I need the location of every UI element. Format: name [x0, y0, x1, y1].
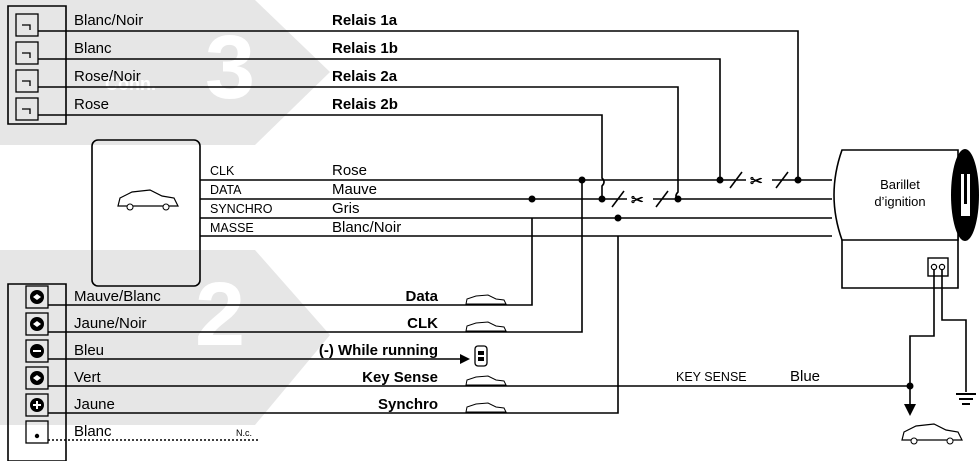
top-connector-housing [7, 5, 67, 125]
bottom-connector-pin [25, 420, 49, 444]
watermark-number-bottom: 2 [195, 265, 245, 365]
ignition-label: d’ignition [874, 194, 925, 209]
watermark-chevron-top [0, 0, 330, 145]
relay-function-label: Relais 1a [332, 12, 398, 29]
car-icon [117, 189, 179, 211]
bus-color-label: Mauve [332, 181, 377, 198]
cut-relay-2: ✂ [598, 187, 682, 209]
data-wire [48, 218, 533, 306]
not-connected-note: N.c. [236, 428, 252, 438]
scissors-icon: ✂ [750, 173, 763, 190]
ground-wire [941, 270, 967, 392]
relay-function-label: Relais 1b [332, 40, 398, 57]
key-sense-junction [906, 382, 914, 390]
alarm-module-box [91, 139, 201, 287]
car-icon [465, 402, 507, 413]
key-sense-color: Blue [790, 368, 820, 385]
junction-dot [614, 214, 622, 222]
synchro-wire [48, 236, 619, 414]
car-icon [465, 375, 507, 386]
bottom-connector-pin [25, 366, 49, 390]
bottom-connector-housing [7, 283, 67, 461]
bus-signal-label: CLK [210, 164, 235, 178]
bottom-connector-pin [25, 285, 49, 309]
bus-signal-label: DATA [210, 183, 242, 197]
relay-2b-wire [38, 114, 605, 198]
wire-color-label: Rose [74, 96, 109, 113]
key-sense-label: KEY SENSE [676, 370, 747, 384]
bus-color-label: Blanc/Noir [332, 219, 401, 236]
ground-icon [956, 393, 976, 405]
wire-function-label: Data [405, 288, 438, 305]
wire-color-label: Jaune [74, 396, 115, 413]
bus-color-label: Gris [332, 200, 360, 217]
bottom-connector-pin [25, 312, 49, 336]
relay-function-label: Relais 2a [332, 68, 398, 85]
top-connector-pin [15, 69, 39, 93]
wire-color-label: Blanc [74, 423, 112, 440]
car-icon [465, 321, 507, 332]
arrow-down-icon [904, 404, 916, 416]
car-icon [465, 294, 507, 305]
remote-icon [474, 345, 488, 367]
wire-function-label: Key Sense [362, 369, 438, 386]
bottom-connector-pin [25, 339, 49, 363]
cut-relay-1: ✂ [716, 168, 802, 190]
wire-color-label: Vert [74, 369, 102, 386]
relay-1a-wire [38, 30, 799, 180]
arrow-right-icon [460, 354, 470, 364]
wire-color-label: Rose/Noir [74, 68, 141, 85]
scissors-icon: ✂ [631, 192, 644, 209]
relay-1b-wire [38, 58, 721, 180]
bus-signal-label: MASSE [210, 221, 254, 235]
ignition-label: Barillet [880, 177, 920, 192]
wire-color-label: Blanc [74, 40, 112, 57]
wire-color-label: Jaune/Noir [74, 315, 147, 332]
junction-dot [578, 176, 586, 184]
top-connector-pin [15, 97, 39, 121]
watermark-conn-label: Conn. [105, 74, 156, 94]
junction-dot [528, 195, 536, 203]
wire-color-label: Blanc/Noir [74, 12, 143, 29]
top-connector-pin [15, 13, 39, 37]
wire-function-label: Synchro [378, 396, 438, 413]
wire-function-label: (-) While running [319, 342, 438, 359]
wire-color-label: Mauve/Blanc [74, 288, 161, 305]
top-connector-pin [15, 41, 39, 65]
ignition-barrel: Barillet d’ignition [833, 149, 979, 289]
wire-color-label: Bleu [74, 342, 104, 359]
clk-wire [48, 180, 583, 333]
relay-function-label: Relais 2b [332, 96, 398, 113]
watermark-chevron-bottom [0, 250, 330, 425]
bus-signal-label: SYNCHRO [210, 202, 273, 216]
wire-function-label: CLK [407, 315, 438, 332]
car-icon [901, 423, 963, 445]
bus-color-label: Rose [332, 162, 367, 179]
key-sense-switch-wire [909, 270, 935, 410]
watermark-number-top: 3 [205, 18, 255, 118]
bottom-connector-pin [25, 393, 49, 417]
